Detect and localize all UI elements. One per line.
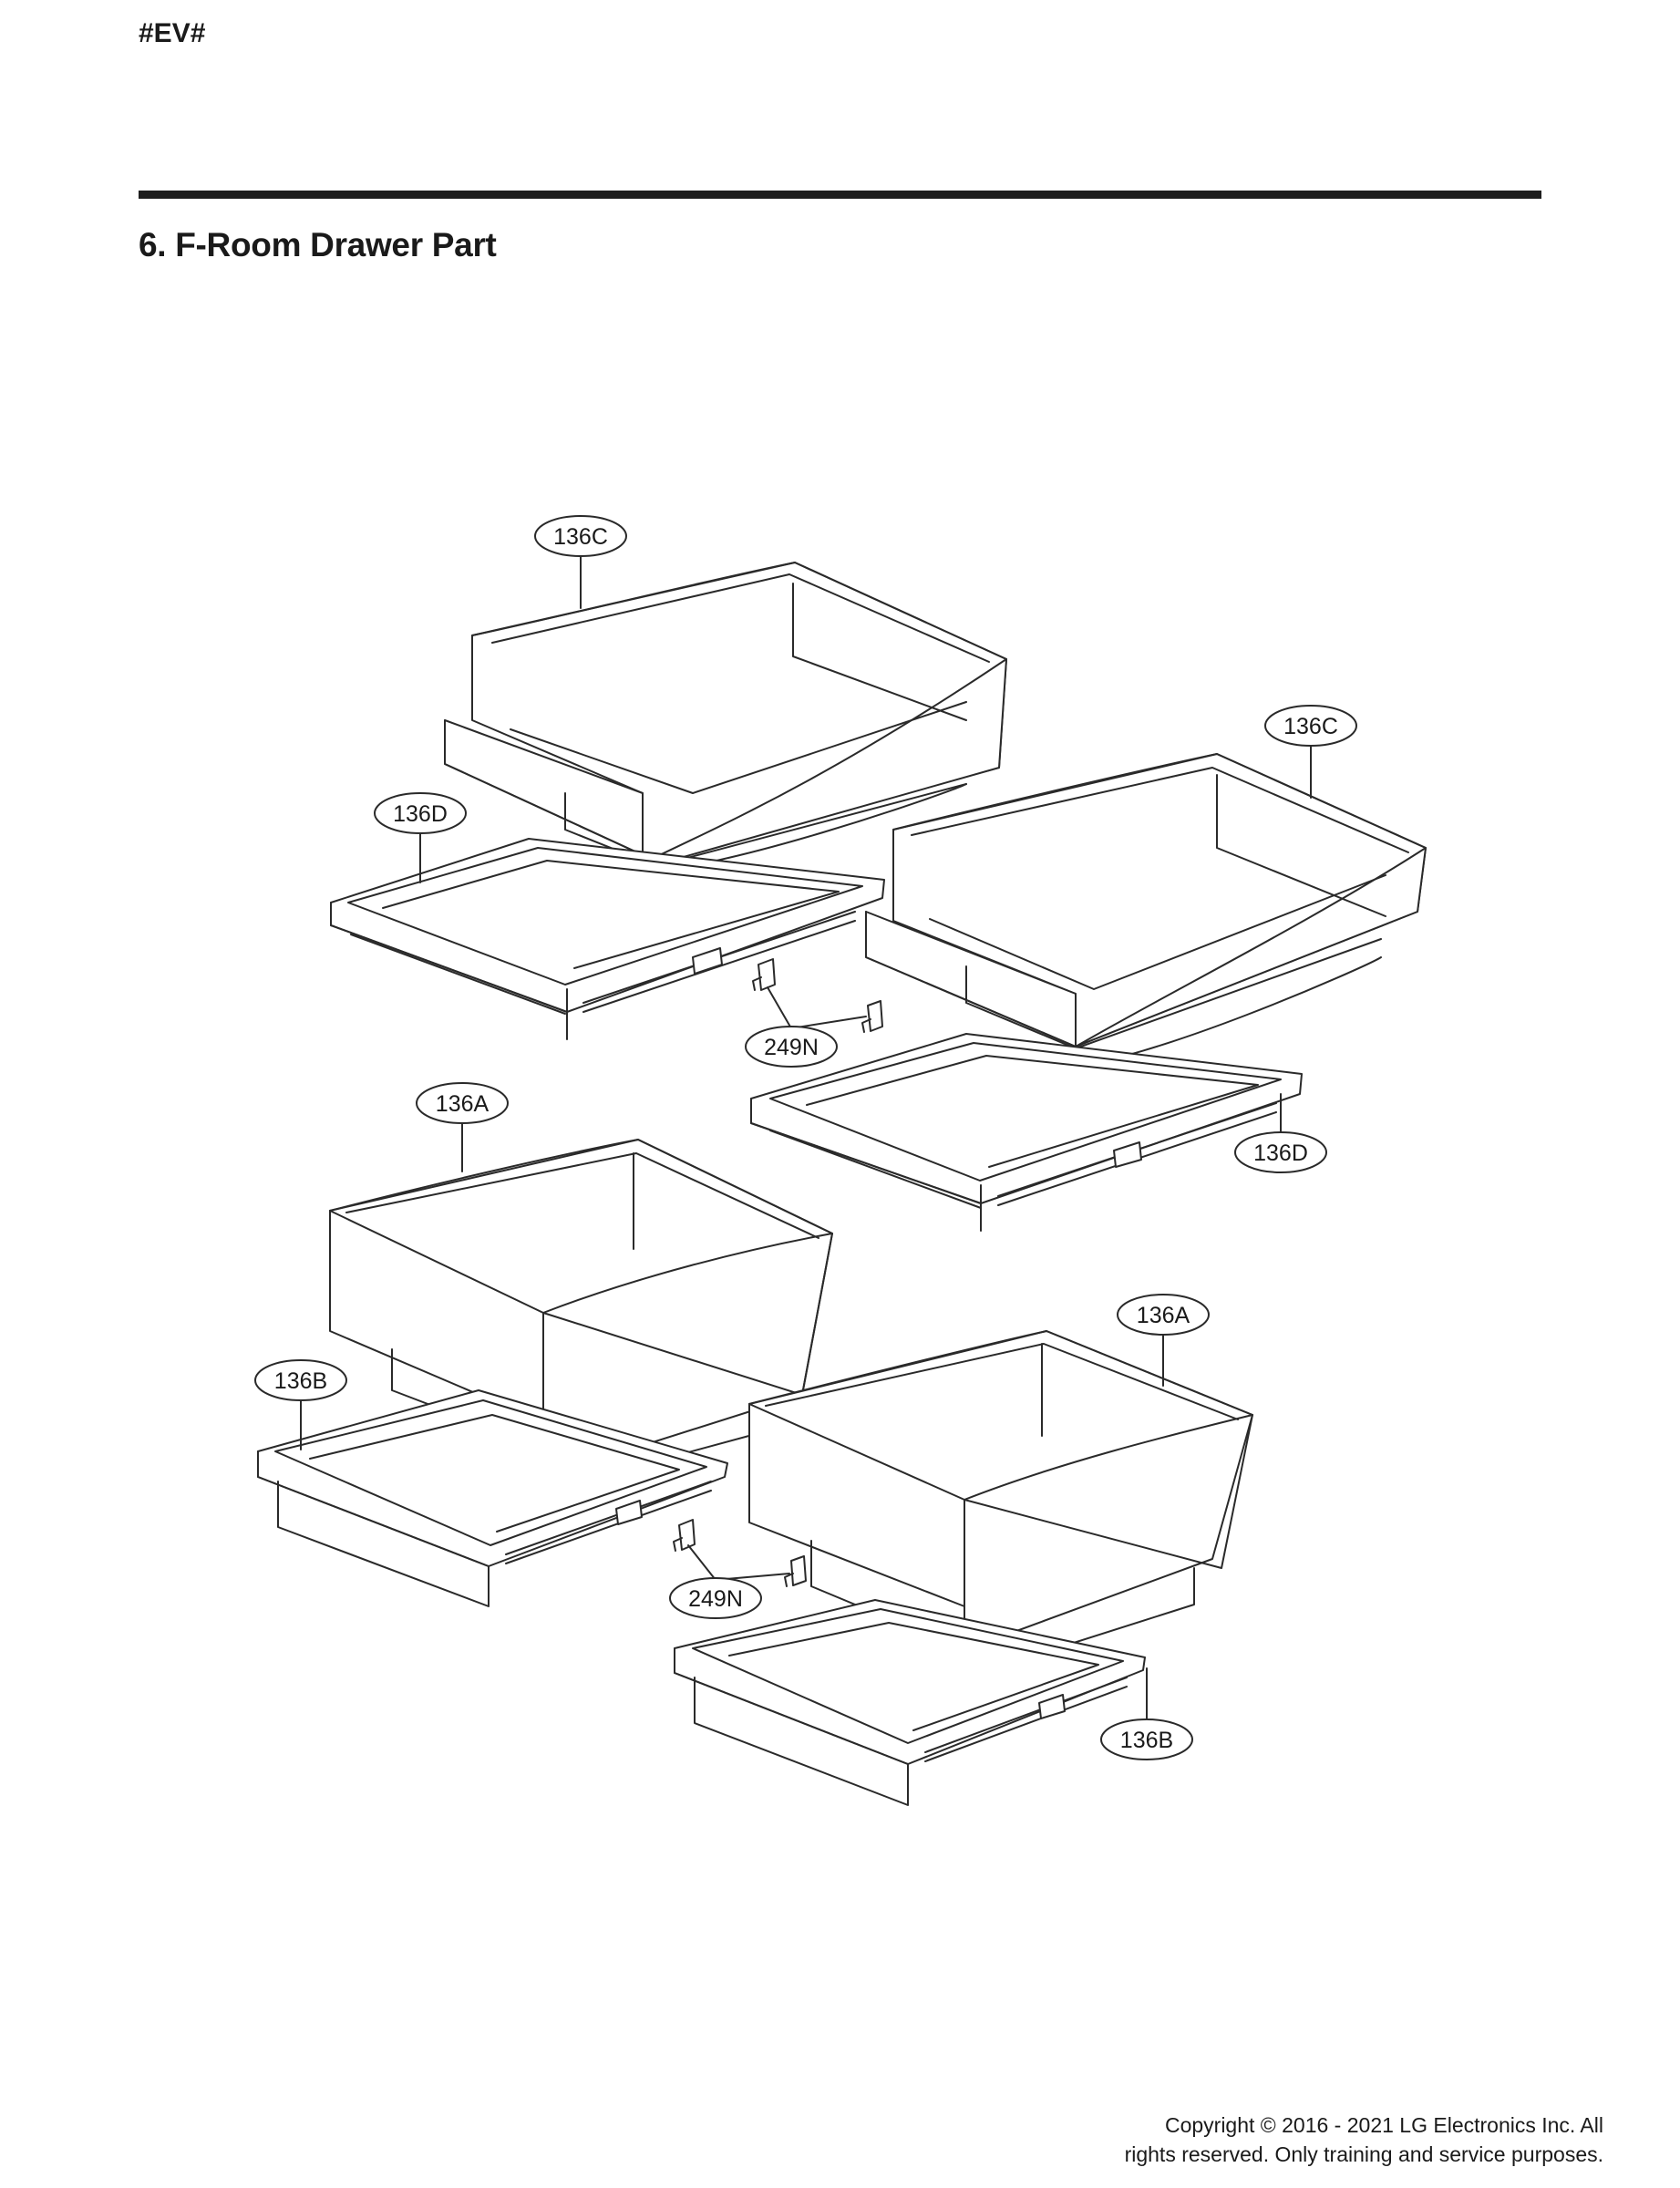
drawer-136A-right [748, 1330, 1253, 1678]
svg-text:136A: 136A [1137, 1303, 1190, 1328]
drawer-136C-right [865, 753, 1427, 1068]
callout-136D-right: 136D [1234, 1093, 1327, 1173]
clip-249N-bottom-b [784, 1555, 807, 1587]
callout-136C-top: 136C [534, 515, 627, 609]
svg-text:136C: 136C [553, 524, 608, 550]
svg-text:136D: 136D [1253, 1140, 1308, 1166]
clip-249N-bottom-a [673, 1519, 696, 1552]
callout-136B-left: 136B [254, 1359, 347, 1450]
svg-text:249N: 249N [764, 1035, 819, 1060]
copyright-line-1: Copyright © 2016 - 2021 LG Electronics I… [1164, 2113, 1603, 2137]
svg-text:136A: 136A [436, 1091, 490, 1117]
svg-text:136B: 136B [1120, 1728, 1173, 1753]
copyright-line-2: rights reserved. Only training and servi… [1124, 2142, 1603, 2166]
callout-136A-left: 136A [416, 1082, 509, 1172]
clip-249N-top-b [861, 1000, 883, 1033]
callout-136C-right: 136C [1264, 705, 1357, 799]
callout-136A-right: 136A [1117, 1294, 1210, 1387]
callout-249N-bottom: 249N [669, 1544, 790, 1619]
callout-249N-top: 249N [745, 986, 867, 1068]
section-title: 6. F-Room Drawer Part [139, 226, 497, 263]
frame-136B-left [257, 1389, 728, 1607]
document-code: #EV# [139, 18, 206, 48]
svg-text:249N: 249N [688, 1586, 743, 1612]
frame-136D-right [750, 1033, 1303, 1232]
callout-136D-left: 136D [374, 792, 467, 883]
header-divider [139, 191, 1541, 199]
callout-136B-right: 136B [1100, 1667, 1193, 1760]
svg-text:136C: 136C [1283, 714, 1338, 739]
svg-text:136D: 136D [393, 801, 448, 827]
copyright-notice: Copyright © 2016 - 2021 LG Electronics I… [965, 2111, 1603, 2169]
frame-136D-left [330, 838, 885, 1040]
clip-249N-top-a [752, 958, 776, 991]
svg-text:136B: 136B [274, 1368, 327, 1394]
frame-136B-right [674, 1599, 1146, 1806]
drawer-136A-left [329, 1139, 833, 1491]
